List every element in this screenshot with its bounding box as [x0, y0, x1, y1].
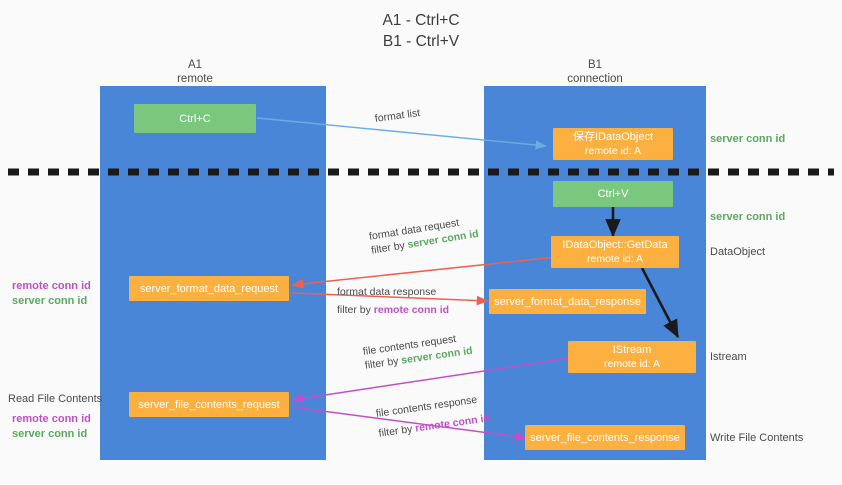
lane-header-b1: B1 connection: [530, 58, 660, 86]
label-right-dataobject: DataObject: [710, 246, 766, 258]
box-istream[interactable]: IStream remote id: A: [568, 341, 696, 373]
label-left-read-file-contents: Read File Contents: [8, 393, 103, 405]
label-left-remote-conn-1: remote conn id: [12, 280, 91, 292]
box-save-idataobject[interactable]: 保存IDataObject remote id: A: [553, 128, 673, 160]
box-istream-label: IStream: [612, 344, 652, 356]
label-right-server-conn-mid: server conn id: [710, 211, 786, 223]
edge-label-format-data-request: format data request filter by server con…: [368, 213, 480, 258]
box-save-idataobject-label: 保存IDataObject: [572, 131, 654, 143]
edge-format-data-response-line1: format data response: [337, 286, 437, 298]
edge-file-contents-request-filter-prefix: filter by: [364, 354, 403, 372]
box-server-file-contents-response-label: server_file_contents_response: [530, 431, 680, 444]
lane-b1-name: B1: [587, 59, 603, 71]
title-line-1: A1 - Ctrl+C: [382, 12, 460, 29]
lane-a1-name: A1: [187, 59, 203, 71]
edge-label-file-contents-response: file contents response filter by remote …: [375, 391, 491, 440]
lane-b1-sub: connection: [567, 73, 623, 85]
label-right-istream: Istream: [710, 351, 747, 363]
edge-format-data-response-filter: filter by remote conn id: [337, 303, 449, 317]
label-left-server-conn-2: server conn id: [12, 428, 88, 440]
box-save-idataobject-remote-id: remote id: A: [584, 145, 642, 157]
page-title: A1 - Ctrl+C B1 - Ctrl+V: [0, 10, 842, 52]
label-left-server-conn-1: server conn id: [12, 295, 88, 307]
edge-format-data-response-filter-value: remote conn id: [373, 304, 450, 316]
label-right-server-conn-top: server conn id: [710, 133, 786, 145]
box-getdata[interactable]: IDataObject::GetData remote id: A: [551, 236, 679, 268]
edge-format-data-response-filter-prefix: filter by: [337, 304, 374, 316]
edge-label-file-contents-request: file contents request filter by server c…: [362, 330, 473, 373]
lane-header-a1: A1 remote: [130, 58, 260, 86]
label-right-write-file-contents: Write File Contents: [710, 432, 804, 444]
box-getdata-label: IDataObject::GetData: [562, 239, 668, 251]
box-ctrl-c[interactable]: Ctrl+C: [134, 104, 256, 133]
box-ctrl-c-label: Ctrl+C: [179, 112, 211, 125]
edge-file-contents-response-filter-prefix: filter by: [377, 422, 417, 440]
box-getdata-remote-id: remote id: A: [586, 253, 644, 265]
box-server-file-contents-request[interactable]: server_file_contents_request: [129, 392, 289, 417]
edge-file-contents-response-filter-value: remote conn id: [414, 412, 491, 435]
edge-label-format-list: format list: [374, 106, 421, 126]
box-server-format-data-response-label: server_format_data_response: [494, 295, 641, 308]
lane-a1-sub: remote: [177, 73, 213, 85]
box-istream-remote-id: remote id: A: [603, 358, 661, 370]
box-server-format-data-request[interactable]: server_format_data_request: [129, 276, 289, 301]
box-server-file-contents-request-label: server_file_contents_request: [138, 398, 280, 411]
box-server-format-data-request-label: server_format_data_request: [139, 282, 279, 295]
box-server-file-contents-response[interactable]: server_file_contents_response: [525, 425, 685, 450]
box-ctrl-v[interactable]: Ctrl+V: [553, 181, 673, 207]
title-line-2: B1 - Ctrl+V: [382, 33, 460, 50]
box-ctrl-v-label: Ctrl+V: [597, 188, 629, 200]
edge-label-format-list-text: format list: [374, 107, 421, 125]
box-server-format-data-response[interactable]: server_format_data_response: [489, 289, 646, 314]
edge-label-format-data-response: format data response filter by remote co…: [337, 285, 449, 317]
label-left-remote-conn-2: remote conn id: [12, 413, 91, 425]
